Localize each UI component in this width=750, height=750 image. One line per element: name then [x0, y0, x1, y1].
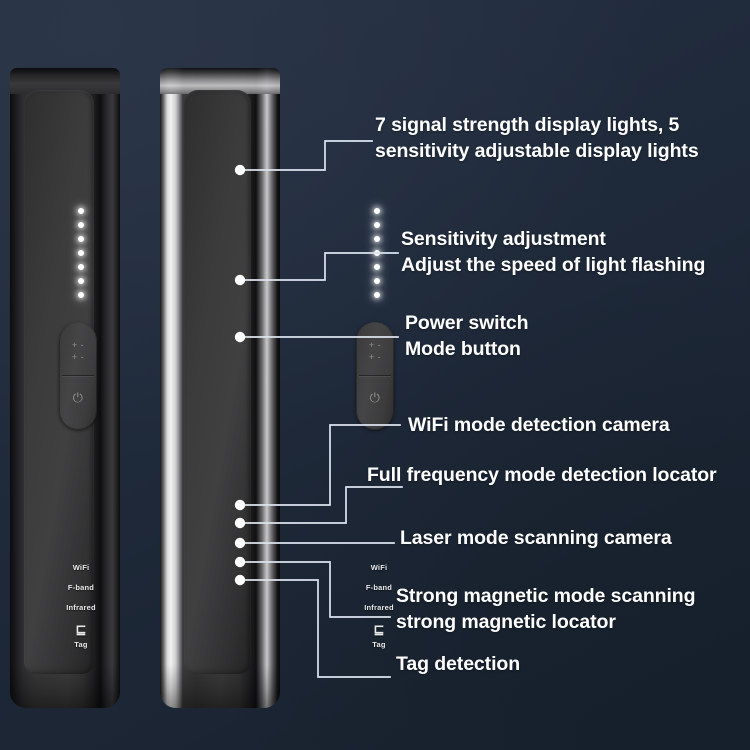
callout-line-2: strong magnetic locator — [396, 610, 616, 633]
led-indicator-column-black — [78, 208, 84, 298]
product-device-silver: + - + - ⏻ WiFi F-band Infrared ⊑ Tag — [160, 68, 394, 708]
button-divider — [62, 375, 94, 376]
led-indicator — [78, 278, 84, 284]
magnet-icon: ⊑ — [75, 622, 87, 637]
callout-line-1: Sensitivity adjustment — [401, 228, 606, 250]
led-indicator-column-silver — [374, 208, 380, 298]
callout-label-power-switch: Power switch Mode button — [405, 311, 529, 362]
led-indicator — [78, 250, 84, 256]
callout-line-1: Strong magnetic mode scanning — [396, 585, 696, 607]
led-indicator — [78, 222, 84, 228]
callout-line-1: WiFi mode detection camera — [408, 414, 670, 436]
sensitivity-up-glyph: + - — [71, 340, 85, 350]
power-icon: ⏻ — [369, 390, 381, 405]
led-indicator — [374, 278, 380, 284]
callout-line-1: 7 signal strength display lights, 5 — [375, 114, 680, 136]
led-indicator — [374, 236, 380, 242]
led-indicator — [374, 264, 380, 270]
led-indicator — [78, 208, 84, 214]
sensitivity-down-glyph: + - — [368, 352, 382, 362]
led-indicator — [78, 236, 84, 242]
control-button-pill-black[interactable]: + - + - ⏻ — [59, 322, 97, 430]
mode-label-tag: Tag — [372, 640, 386, 649]
product-device-black: + - + - ⏻ WiFi F-band Infrared ⊑ Tag — [10, 68, 120, 708]
led-indicator — [374, 208, 380, 214]
mode-label-infrared: Infrared — [66, 603, 96, 612]
callout-label-full-frequency: Full frequency mode detection locator — [367, 463, 717, 489]
led-indicator — [78, 292, 84, 298]
callout-line-1: Full frequency mode detection locator — [367, 464, 717, 486]
mode-label-wifi: WiFi — [370, 563, 388, 572]
callout-line-2: Adjust the speed of light flashing — [401, 253, 706, 276]
callout-label-tag-detection: Tag detection — [396, 652, 520, 678]
device-front-panel-silver — [184, 90, 251, 674]
sensitivity-up-glyph: + - — [368, 340, 382, 350]
led-indicator — [78, 264, 84, 270]
led-indicator — [374, 292, 380, 298]
callout-label-strong-magnetic: Strong magnetic mode scanning strong mag… — [396, 584, 695, 635]
power-icon: ⏻ — [72, 390, 84, 405]
mode-label-wifi: WiFi — [72, 563, 90, 572]
control-button-pill-silver[interactable]: + - + - ⏻ — [356, 322, 394, 430]
callout-line-2: Mode button — [405, 337, 521, 360]
sensitivity-down-glyph: + - — [71, 352, 85, 362]
callout-line-1: Laser mode scanning camera — [400, 527, 672, 549]
callout-line-1: Power switch — [405, 312, 529, 334]
mode-label-tag: Tag — [74, 640, 88, 649]
callout-label-wifi-mode: WiFi mode detection camera — [408, 413, 670, 439]
led-indicator — [374, 250, 380, 256]
device-top-cap-black — [10, 68, 120, 94]
callout-label-sensitivity: Sensitivity adjustment Adjust the speed … — [401, 227, 705, 278]
callout-label-laser-mode: Laser mode scanning camera — [400, 526, 672, 552]
callout-line-1: Tag detection — [396, 653, 521, 675]
mode-label-list-black: WiFi F-band Infrared ⊑ Tag — [44, 563, 118, 660]
button-divider — [359, 375, 391, 376]
callout-line-2: sensitivity adjustable display lights — [375, 139, 699, 162]
mode-label-fband: F-band — [67, 583, 95, 592]
device-top-cap-silver — [160, 68, 280, 94]
callout-label-signal-lights: 7 signal strength display lights, 5 sens… — [375, 113, 699, 164]
led-indicator — [374, 222, 380, 228]
